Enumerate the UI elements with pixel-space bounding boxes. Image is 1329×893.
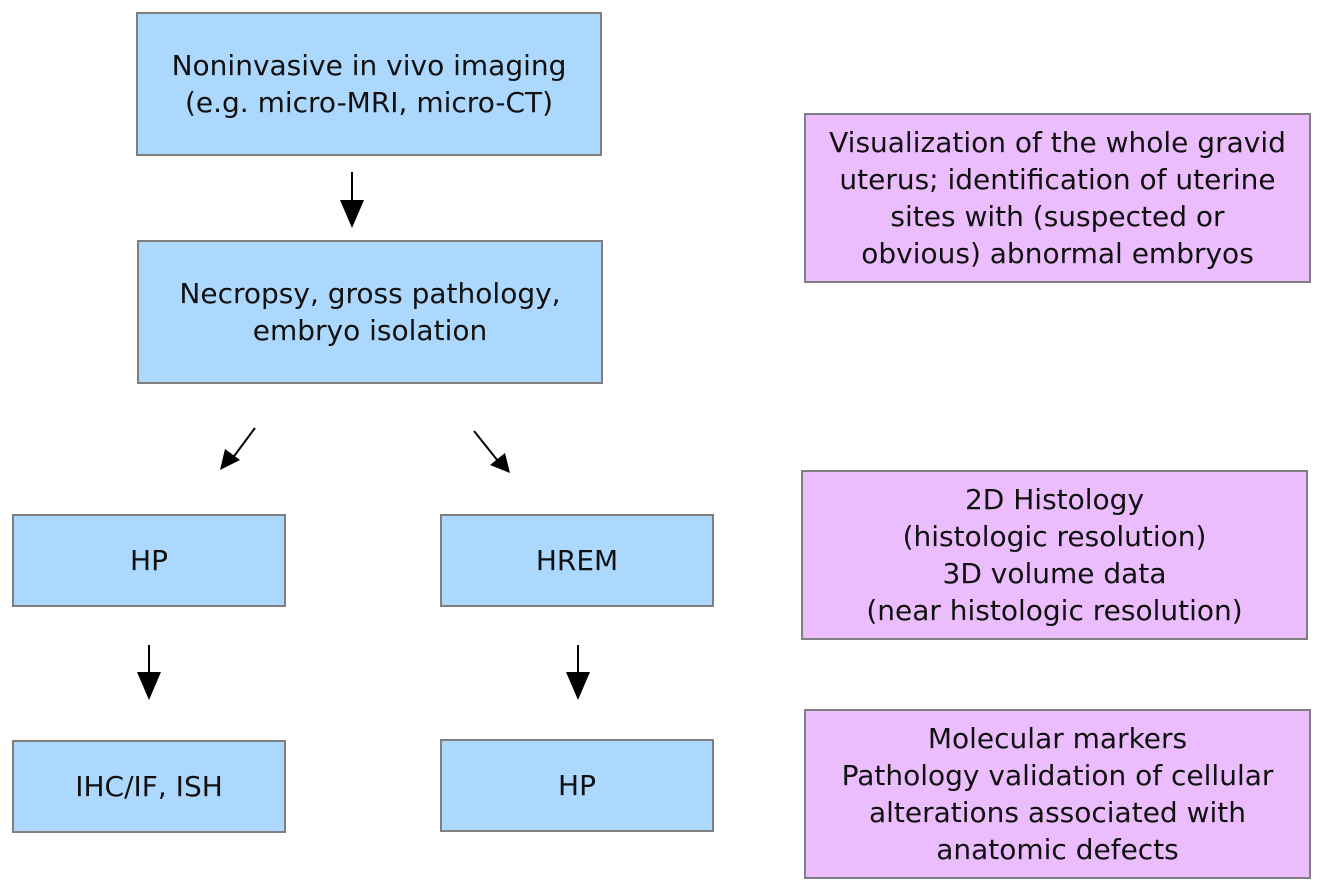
histology-note: 2D Histology (histologic resolution) 3D … (801, 470, 1308, 640)
hp-left-box: HP (12, 514, 286, 607)
visualization-line-2: uterus; identification of uterine (839, 163, 1276, 196)
arrow-hrem-to-hp (566, 645, 590, 700)
arrow-necropsy-to-hrem (473, 430, 510, 473)
histology-line-1: 2D Histology (964, 483, 1145, 516)
molecular-line-3: alterations associated with (868, 796, 1246, 829)
hp-right-label: HP (558, 769, 596, 802)
imaging-line-2: (e.g. micro-MRI, micro-CT) (184, 86, 554, 119)
histology-line-4: (near histologic resolution) (866, 594, 1243, 627)
imaging-box: Noninvasive in vivo imaging (e.g. micro-… (136, 12, 602, 156)
molecular-note: Molecular markers Pathology validation o… (804, 709, 1311, 879)
hp-left-label: HP (130, 544, 168, 577)
ihc-box: IHC/IF, ISH (12, 740, 286, 833)
molecular-line-1: Molecular markers (927, 722, 1188, 755)
hp-right-box: HP (440, 739, 714, 832)
necropsy-box: Necropsy, gross pathology, embryo isolat… (137, 240, 603, 384)
ihc-label: IHC/IF, ISH (75, 770, 223, 803)
arrow-necropsy-to-hp (220, 427, 256, 470)
visualization-line-1: Visualization of the whole gravid (829, 126, 1286, 159)
necropsy-line-1: Necropsy, gross pathology, (179, 277, 561, 310)
hrem-label: HREM (535, 544, 619, 577)
visualization-line-4: obvious) abnormal embryos (861, 237, 1254, 270)
necropsy-line-2: embryo isolation (252, 314, 488, 347)
molecular-line-4: anatomic defects (936, 833, 1179, 866)
arrow-imaging-to-necropsy (340, 172, 364, 228)
arrow-hp-to-ihc (137, 645, 161, 700)
visualization-note: Visualization of the whole gravid uterus… (804, 113, 1311, 283)
visualization-line-3: sites with (suspected or (890, 200, 1225, 233)
histology-line-3: 3D volume data (942, 557, 1167, 590)
imaging-line-1: Noninvasive in vivo imaging (171, 49, 567, 82)
histology-line-2: (histologic resolution) (902, 520, 1207, 553)
molecular-line-2: Pathology validation of cellular (841, 759, 1274, 792)
hrem-box: HREM (440, 514, 714, 607)
